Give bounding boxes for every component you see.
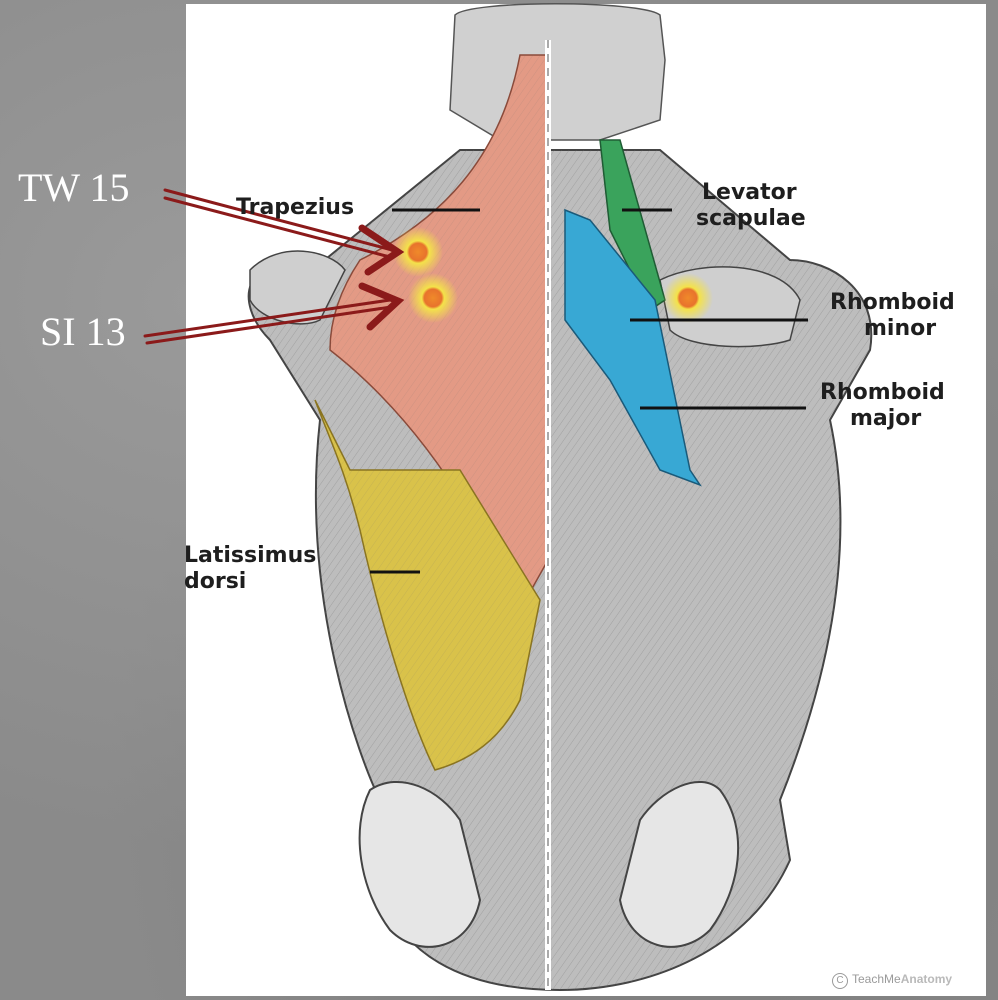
rhomboid-minor-line-2: minor — [830, 316, 980, 342]
rhomboid-major-line-2: major — [820, 406, 945, 432]
rhomboid-minor-label: Rhomboid minor — [830, 290, 980, 342]
levator-line-2: scapulae — [696, 206, 806, 232]
rhomboid-minor-line-1: Rhomboid — [830, 290, 980, 316]
levator-acupoint — [663, 273, 713, 323]
copyright-icon: C — [832, 973, 848, 989]
levator-scapulae-label: Levator scapulae — [696, 180, 806, 232]
si13-acupoint — [408, 273, 458, 323]
tw15-label: TW 15 — [18, 164, 129, 211]
teachmeanatomy-watermark: C TeachMeAnatomy — [832, 972, 952, 989]
levator-line-1: Levator — [696, 180, 806, 206]
si13-label: SI 13 — [40, 308, 126, 355]
latissimus-dorsi-label: Latissimus dorsi — [184, 543, 316, 595]
latissimus-line-1: Latissimus — [184, 543, 316, 569]
latissimus-line-2: dorsi — [184, 569, 316, 595]
neck-skull — [450, 4, 665, 140]
watermark-prefix: TeachMe — [852, 972, 901, 986]
rhomboid-major-line-1: Rhomboid — [820, 380, 945, 406]
watermark-brand: Anatomy — [901, 972, 952, 986]
trapezius-label: Trapezius — [236, 195, 354, 221]
rhomboid-major-label: Rhomboid major — [820, 380, 945, 432]
